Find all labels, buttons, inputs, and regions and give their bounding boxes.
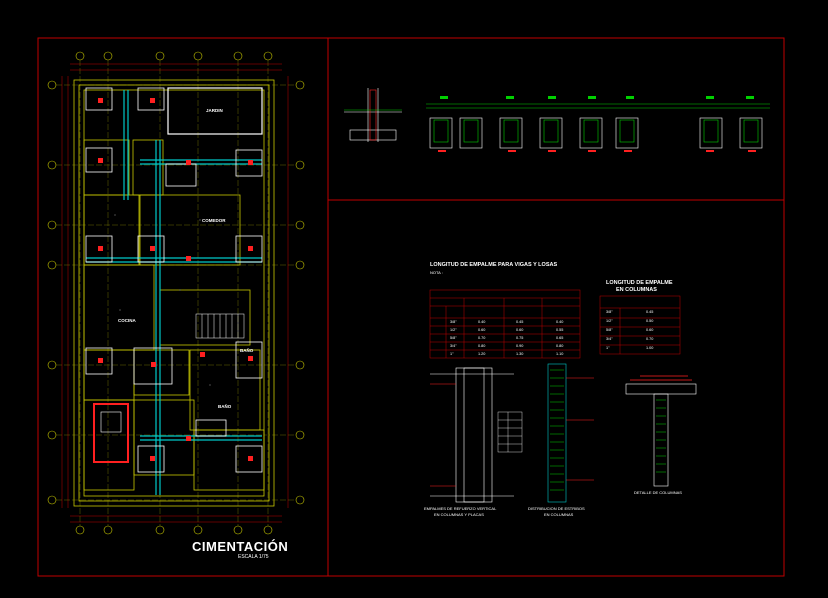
detail2-caption: DISTRIBUCION DE ESTRIBOS <box>528 506 585 511</box>
splice-left-r3c1: 0.80 <box>478 344 486 348</box>
splice-table-left-note: NOTA : <box>430 270 443 275</box>
detail3-caption: DETALLE DE COLUMNAS <box>634 490 682 495</box>
splice-table-right-grid <box>599 295 681 355</box>
splice-left-r2c2: 0.75 <box>516 336 524 340</box>
room-label-bano-2: BAÑO <box>218 404 232 409</box>
room-label-bano-1: BAÑO <box>240 348 254 353</box>
splice-left-r2c3: 0.65 <box>556 336 564 340</box>
splice-right-r1c0: 1/2" <box>606 319 613 323</box>
splice-right-r0c0: 3/8" <box>606 310 613 314</box>
footing-sections <box>344 88 770 152</box>
splice-left-r3c3: 0.80 <box>556 344 564 348</box>
splice-left-r1c3: 0.55 <box>556 328 564 332</box>
splice-left-r4c0: 1" <box>450 352 454 356</box>
splice-right-r2c0: 5/8" <box>606 328 613 332</box>
splice-left-r1c0: 1/2" <box>450 328 457 332</box>
splice-left-r0c3: 0.40 <box>556 320 564 324</box>
plan-title: CIMENTACIÓN <box>192 539 289 554</box>
splice-table-left-grid <box>429 289 581 359</box>
splice-right-r4c0: 1" <box>606 346 610 350</box>
room-label-comedor: COMEDOR <box>202 218 226 223</box>
splice-table-right-title: LONGITUD DE EMPALME <box>606 280 673 286</box>
splice-right-r0c1: 0.45 <box>646 310 654 314</box>
sheet-frame <box>37 37 785 577</box>
splice-left-r3c0: 3/4" <box>450 344 457 348</box>
splice-left-r1c2: 0.60 <box>516 328 524 332</box>
room-label-cocina: COCINA <box>118 318 136 323</box>
detail1-caption: EMPALMES DE REFUERZO VERTICAL <box>424 506 497 511</box>
splice-left-r1c1: 0.60 <box>478 328 486 332</box>
splice-right-r3c0: 3/4" <box>606 337 613 341</box>
splice-left-r2c1: 0.70 <box>478 336 486 340</box>
column-details <box>430 363 697 503</box>
splice-left-r0c1: 0.40 <box>478 320 486 324</box>
splice-left-r4c3: 1.10 <box>556 352 564 356</box>
splice-left-r3c2: 0.90 <box>516 344 524 348</box>
room-label-jardin: JARDIN <box>206 108 223 113</box>
splice-left-r4c2: 1.30 <box>516 352 524 356</box>
splice-table-right-title2: EN COLUMNAS <box>616 287 657 293</box>
splice-right-r2c1: 0.60 <box>646 328 654 332</box>
detail1-caption-2: EN COLUMNAS Y PLACAS <box>434 512 484 517</box>
splice-right-r1c1: 0.50 <box>646 319 654 323</box>
splice-table-left-title: LONGITUD DE EMPALME PARA VIGAS Y LOSAS <box>430 262 558 268</box>
plan-scale: ESCALA 1/75 <box>238 554 269 560</box>
splice-left-r0c0: 3/8" <box>450 320 457 324</box>
foundation-plan <box>47 51 305 535</box>
splice-left-r0c2: 0.45 <box>516 320 524 324</box>
detail2-caption-2: EN COLUMNAS <box>544 512 574 517</box>
splice-left-r2c0: 5/8" <box>450 336 457 340</box>
splice-left-r4c1: 1.20 <box>478 352 486 356</box>
splice-right-r3c1: 0.70 <box>646 337 654 341</box>
splice-right-r4c1: 1.00 <box>646 346 654 350</box>
